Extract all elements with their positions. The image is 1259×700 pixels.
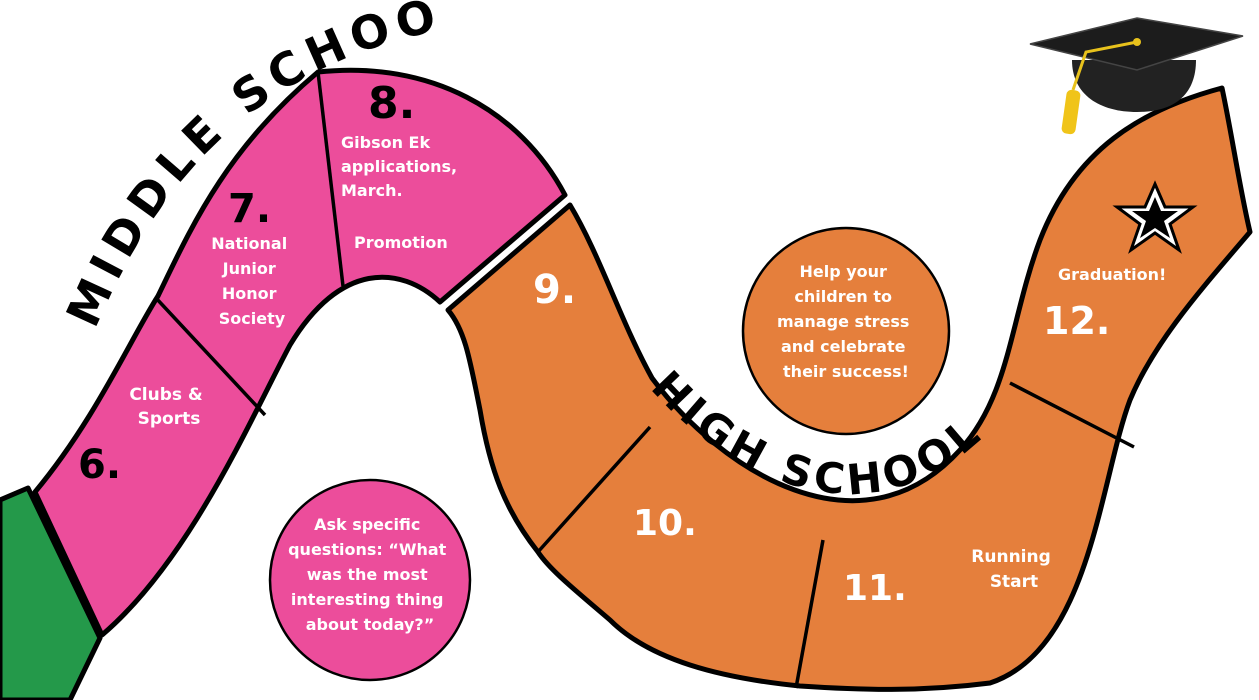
grade-7-label: National Junior Honor Society [211, 234, 293, 328]
divider-10-11 [794, 539, 825, 689]
grade-7-number: 7. [228, 186, 271, 232]
grade-11-number: 11. [843, 568, 907, 609]
promotion-label: Promotion [354, 233, 448, 252]
graduation-label: Graduation! [1058, 265, 1166, 284]
divider-7-8 [316, 71, 345, 287]
svg-text:Ask specific questions:: Ask specific questions: “What was the mo… [288, 515, 452, 634]
divider-11-12 [1009, 381, 1135, 449]
grade-12-number: 12. [1043, 299, 1110, 343]
start-segment [0, 485, 103, 700]
grade-8-label: Gibson Ek applications, March. [341, 133, 463, 200]
grade-10-number: 10. [633, 503, 697, 544]
svg-text:Help your children to: Help your children to manage stress and … [777, 262, 915, 381]
tip-help-bubble: Help your children to manage stress and … [741, 226, 951, 436]
divider-6-7 [153, 295, 267, 417]
grade-6-number: 6. [78, 442, 121, 488]
star-icon [1112, 180, 1198, 254]
high-school-path [445, 85, 1253, 692]
divider-9-10 [535, 425, 652, 555]
middle-school-path [32, 67, 568, 638]
grade-8-number: 8. [368, 78, 415, 129]
grade-9-number: 9. [533, 267, 576, 313]
tip-ask-bubble: Ask specific questions: “What was the mo… [268, 478, 472, 682]
clubs-sports-label: Clubs & Sports [129, 385, 208, 429]
grade-11-label: Running Start [971, 547, 1056, 592]
graduation-cap-icon [1029, 17, 1244, 135]
